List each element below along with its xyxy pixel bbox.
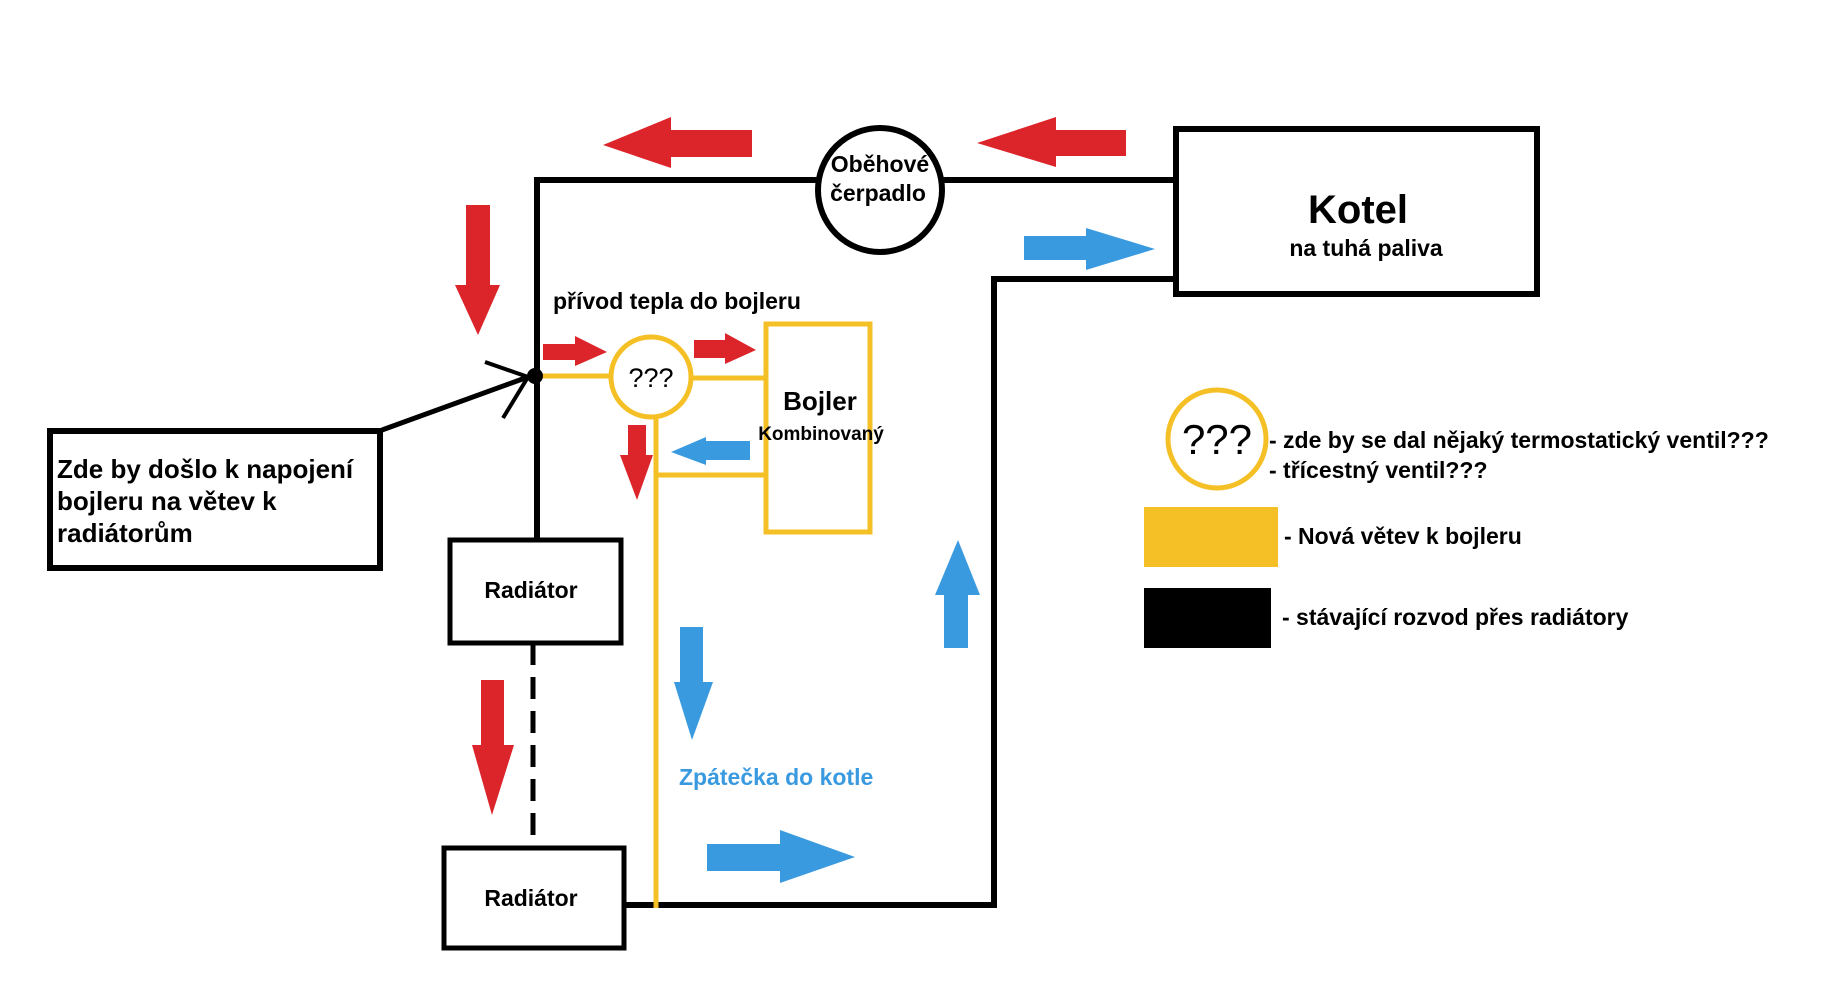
boiler-subtitle: na tuhá paliva xyxy=(1289,235,1443,261)
radiator-1: Radiátor xyxy=(447,537,624,646)
return-pipe xyxy=(625,276,1178,908)
circulation-pump: Oběhové čerpadlo xyxy=(815,125,945,255)
bojler-subtitle: Kombinovaný xyxy=(758,424,884,445)
legend-valve-symbol-text: ??? xyxy=(1182,416,1252,463)
flow-arrows xyxy=(455,117,1155,883)
hot-arrow-left-top xyxy=(603,117,752,168)
return-arrow-right-bottom xyxy=(707,830,855,883)
return-arrow-from-bojler xyxy=(671,437,750,465)
bojler-box xyxy=(763,321,873,535)
supply-pipe xyxy=(534,177,1178,543)
existing-pipework xyxy=(530,177,1178,908)
radiator-1-box xyxy=(447,537,624,646)
legend-valve-line-2: - třícestný ventil??? xyxy=(1269,457,1488,483)
callout-line-1: Zde by došlo k napojení xyxy=(57,454,354,484)
legend-existing-label: - stávající rozvod přes radiátory xyxy=(1282,604,1629,630)
boiler: Kotel na tuhá paliva xyxy=(1173,126,1540,297)
radiator-2-label: Radiátor xyxy=(484,885,577,911)
legend: ??? - zde by se dal nějaký termostatický… xyxy=(1144,387,1769,648)
hot-arrow-left-right xyxy=(977,117,1126,167)
pump-label-2: čerpadlo xyxy=(830,180,926,206)
radiator-2: Radiátor xyxy=(441,845,627,951)
hot-arrow-into-branch xyxy=(543,336,607,366)
bojler-title: Bojler xyxy=(783,386,857,416)
callout-line-2: bojleru na větev k xyxy=(57,486,277,516)
hot-arrow-down-radiator xyxy=(472,680,514,815)
callout-arrowhead xyxy=(484,360,531,420)
hot-arrow-to-bojler xyxy=(694,333,756,364)
callout-box xyxy=(47,428,383,571)
legend-existing-swatch xyxy=(1144,588,1271,648)
radiator-2-box xyxy=(441,845,627,951)
valve-label: ??? xyxy=(628,363,673,393)
supply-label: přívod tepla do bojleru xyxy=(553,288,801,314)
valve-circle xyxy=(608,334,694,420)
hot-arrow-down-branch xyxy=(620,425,653,500)
callout: Zde by došlo k napojení bojleru na větev… xyxy=(47,360,531,571)
boiler-title: Kotel xyxy=(1308,188,1408,232)
return-arrow-to-boiler xyxy=(1024,228,1155,270)
legend-valve-symbol xyxy=(1165,387,1269,491)
return-label: Zpátečka do kotle xyxy=(679,764,873,790)
legend-new-branch-label: - Nová větev k bojleru xyxy=(1284,523,1522,549)
callout-pointer xyxy=(381,374,529,433)
callout-line-3: radiátorům xyxy=(57,518,193,548)
pump-label-1: Oběhové xyxy=(831,151,929,177)
legend-valve-line-1: - zde by se dal nějaký termostatický ven… xyxy=(1269,427,1769,453)
pump-circle xyxy=(815,125,945,255)
return-arrow-down xyxy=(674,627,713,740)
legend-new-branch-swatch xyxy=(1144,507,1278,567)
new-branch-pipework xyxy=(537,321,873,908)
junction-dot xyxy=(527,368,543,384)
boiler-box xyxy=(1173,126,1540,297)
radiator-1-label: Radiátor xyxy=(484,577,577,603)
return-arrow-up xyxy=(935,540,980,648)
hot-arrow-down-left xyxy=(455,205,500,335)
